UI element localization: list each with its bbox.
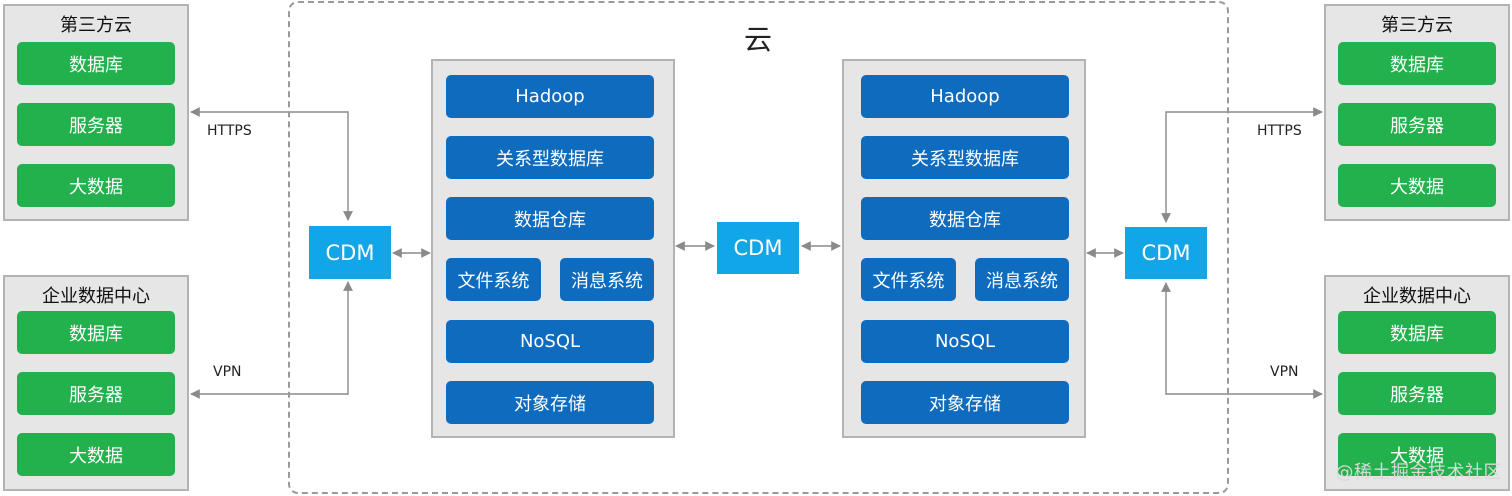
panel-title: 企业数据中心 <box>1363 286 1471 307</box>
hadoop-box: Hadoop <box>446 75 654 118</box>
panel-title: 企业数据中心 <box>42 286 150 307</box>
right-vpn-connector <box>1161 282 1323 399</box>
hadoop-box: Hadoop <box>861 75 1069 118</box>
relational-db-box: 关系型数据库 <box>446 136 654 179</box>
cdm-left: CDM <box>309 226 391 279</box>
file-system-box: 文件系统 <box>861 258 956 301</box>
database-box: 数据库 <box>17 42 175 85</box>
data-warehouse-box: 数据仓库 <box>446 197 654 240</box>
nosql-box: NoSQL <box>861 320 1069 363</box>
cdm-center: CDM <box>717 222 799 274</box>
file-system-box: 文件系统 <box>446 258 541 301</box>
cdm-right: CDM <box>1125 227 1207 279</box>
big-data-box: 大数据 <box>1338 164 1496 207</box>
server-box: 服务器 <box>17 103 175 146</box>
left-https-label: HTTPS <box>207 123 252 139</box>
object-storage-box: 对象存储 <box>861 381 1069 424</box>
watermark: @稀土掘金技术社区 <box>1335 462 1502 483</box>
left-vpn-connector <box>190 281 353 399</box>
nosql-box: NoSQL <box>446 320 654 363</box>
message-system-box: 消息系统 <box>975 258 1069 301</box>
cloud-title: 云 <box>743 23 772 56</box>
left-platform-panel: Hadoop 关系型数据库 数据仓库 文件系统 消息系统 NoSQL 对象存储 <box>431 59 675 438</box>
big-data-box: 大数据 <box>17 433 175 476</box>
server-box: 服务器 <box>1338 103 1496 146</box>
data-warehouse-box: 数据仓库 <box>861 197 1069 240</box>
big-data-box: 大数据 <box>1338 433 1496 476</box>
right-enterprise-dc-panel: 企业数据中心 数据库 服务器 大数据 <box>1324 275 1510 491</box>
right-vpn-label: VPN <box>1270 364 1299 380</box>
relational-db-box: 关系型数据库 <box>861 136 1069 179</box>
database-box: 数据库 <box>1338 42 1496 85</box>
server-box: 服务器 <box>17 372 175 415</box>
cloud-boundary <box>288 1 1229 494</box>
left-vpn-label: VPN <box>213 364 242 380</box>
right-https-connector <box>1161 107 1323 223</box>
database-box: 数据库 <box>17 311 175 354</box>
right-https-label: HTTPS <box>1257 123 1302 139</box>
big-data-box: 大数据 <box>17 164 175 207</box>
panel-title: 第三方云 <box>1381 15 1453 36</box>
left-third-party-cloud-panel: 第三方云 数据库 服务器 大数据 <box>3 4 189 221</box>
right-platform-panel: Hadoop 关系型数据库 数据仓库 文件系统 消息系统 NoSQL 对象存储 <box>842 59 1086 438</box>
left-https-connector <box>190 107 353 221</box>
message-system-box: 消息系统 <box>560 258 654 301</box>
database-box: 数据库 <box>1338 311 1496 354</box>
right-third-party-cloud-panel: 第三方云 数据库 服务器 大数据 <box>1324 4 1510 221</box>
server-box: 服务器 <box>1338 372 1496 415</box>
left-enterprise-dc-panel: 企业数据中心 数据库 服务器 大数据 <box>3 275 189 491</box>
object-storage-box: 对象存储 <box>446 381 654 424</box>
panel-title: 第三方云 <box>60 15 132 36</box>
